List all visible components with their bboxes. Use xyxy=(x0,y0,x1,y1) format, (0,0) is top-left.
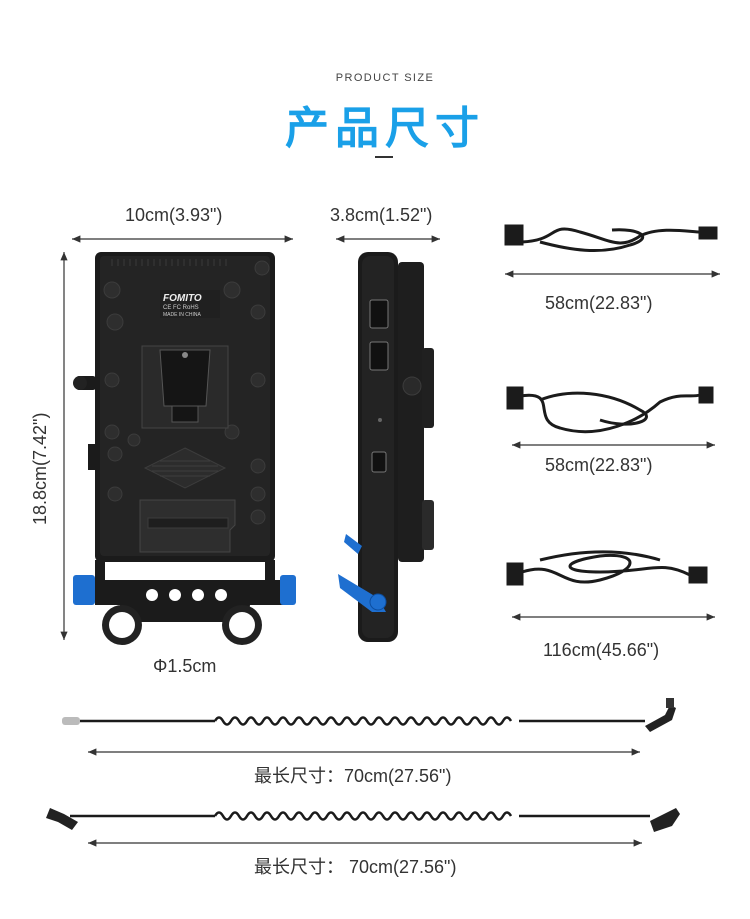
coiled-cable-2-label: 最长尺寸： 70cm(27.56") xyxy=(254,857,457,877)
cable-2 xyxy=(506,386,714,434)
coiled-cable-1-label: 最长尺寸：70cm(27.56") xyxy=(254,766,452,786)
coiled-cable-2 xyxy=(46,808,680,832)
rod-diameter-label: Φ1.5cm xyxy=(153,656,217,676)
certification-marks: CE FC RoHS xyxy=(163,305,199,311)
front-plate xyxy=(73,252,296,645)
cable-1 xyxy=(504,224,718,253)
usb-port-2 xyxy=(369,341,389,371)
cable-3-length-label: 116cm(45.66") xyxy=(543,640,660,660)
title-divider xyxy=(375,156,393,158)
front-width-label: 10cm(3.93") xyxy=(125,205,223,225)
origin-mark: MADE IN CHINA xyxy=(163,312,201,318)
side-depth-label: 3.8cm(1.52") xyxy=(330,205,433,225)
cable-2-length-label: 58cm(22.83") xyxy=(545,455,653,475)
side-view xyxy=(338,252,434,642)
brand-logo: FOMITO xyxy=(163,293,202,304)
coiled-cable-1 xyxy=(62,698,676,732)
cable-1-length-label: 58cm(22.83") xyxy=(545,293,653,313)
usb-port-1 xyxy=(369,299,389,329)
page-title: 产品尺寸 xyxy=(285,103,485,154)
power-switch xyxy=(371,451,387,473)
section-eyebrow: PRODUCT SIZE xyxy=(335,72,435,84)
cable-3 xyxy=(506,550,708,586)
